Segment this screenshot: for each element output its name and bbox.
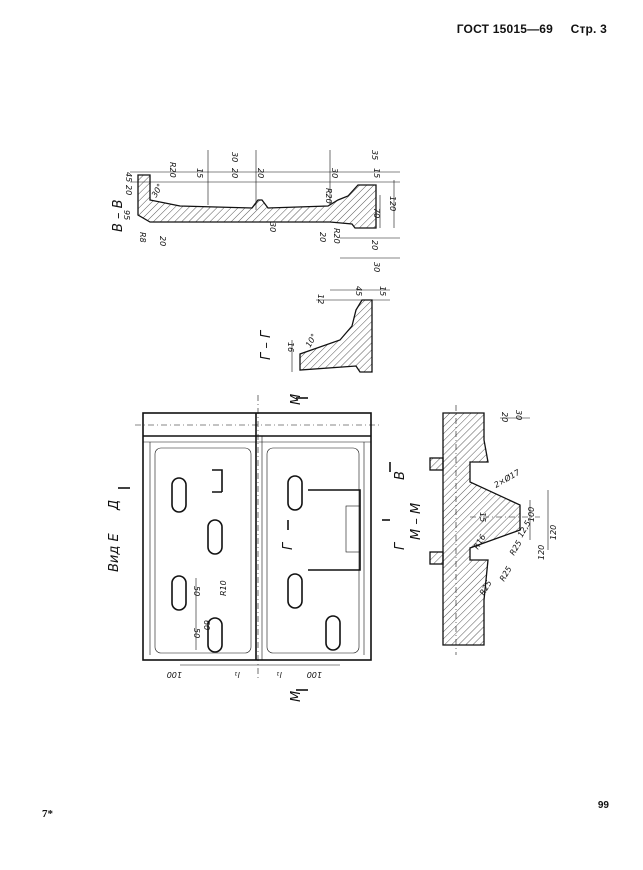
marker-g-left: Г xyxy=(281,541,296,550)
section-bb-profile xyxy=(137,174,377,229)
dim-gg-10deg: 10° xyxy=(304,332,319,349)
dim-bb-20e: 20 xyxy=(318,232,327,242)
view-e-outline xyxy=(142,412,372,661)
section-bb-title: В – В xyxy=(111,199,126,232)
dim-bb-r8: R8 xyxy=(138,232,147,243)
dim-gg-12: 12 xyxy=(316,294,325,304)
dim-e-100a: 100 xyxy=(167,670,182,679)
section-mm-profile xyxy=(442,412,521,646)
dim-mm-120a: 120 xyxy=(537,545,546,560)
dim-bb-95: 95 xyxy=(122,210,131,220)
dim-bb-20f: 20 xyxy=(370,240,379,250)
dim-bb-r20c: R20 xyxy=(332,228,341,244)
dim-bb-20c: 20 xyxy=(230,168,239,178)
page-label: Стр. 3 xyxy=(570,22,607,36)
slot-hole xyxy=(171,477,187,513)
dim-gg-16: 16 xyxy=(286,342,295,352)
dim-mm-r25c: R25 xyxy=(508,539,524,557)
dim-bb-35: 35 xyxy=(370,150,379,160)
dim-e-l1b: l₁ xyxy=(277,670,282,679)
view-e-pocket-left xyxy=(154,447,252,654)
dim-bb-15b: 15 xyxy=(372,168,381,178)
marker-m-bottom: М xyxy=(289,691,304,702)
dim-bb-30c: 30 xyxy=(330,168,339,178)
section-bb: В – В 45 20 95 R20 30° 15 R8 20 30 20 20… xyxy=(111,150,400,272)
marker-v: В xyxy=(393,471,408,480)
view-e-lug xyxy=(308,489,361,571)
dim-bb-20: 20 xyxy=(124,185,133,195)
dim-mm-15: 15 xyxy=(478,512,487,522)
dim-mm-30: 30 xyxy=(514,410,523,420)
section-mm-lug-bottom xyxy=(429,551,444,565)
slot-hole xyxy=(207,617,223,653)
dim-bb-30b: 30 xyxy=(268,222,277,232)
dim-bb-20b: 20 xyxy=(158,236,167,246)
dim-mm-20: 20 xyxy=(500,412,509,422)
dim-e-50a: 50 xyxy=(192,586,201,596)
dim-e-50b: 50 xyxy=(192,628,201,638)
dim-mm-2d17: 2×Ø17 xyxy=(492,466,522,489)
section-mm-lug-top xyxy=(429,457,444,471)
footer-mark: 7* xyxy=(42,808,53,820)
slot-hole xyxy=(287,573,303,609)
dim-e-60: 60 xyxy=(202,620,211,630)
dim-gg-15: 15 xyxy=(378,286,387,296)
dim-e-r10: R10 xyxy=(219,580,228,596)
page-header: ГОСТ 15015—69 Стр. 3 xyxy=(457,22,607,36)
dim-e-l1a: l₁ xyxy=(235,670,240,679)
dim-bb-20d: 20 xyxy=(256,168,265,178)
dim-bb-30d: 30 xyxy=(372,262,381,272)
page-number: 99 xyxy=(597,800,609,811)
section-gg-title: Г – Г xyxy=(259,329,274,360)
view-e: Вид Е Д М М В Г Г xyxy=(107,394,408,702)
section-marker-left xyxy=(212,469,223,493)
slot-hole xyxy=(171,575,187,611)
dim-e-100b: 100 xyxy=(307,670,322,679)
marker-g-right: Г xyxy=(393,541,408,550)
standard-number: ГОСТ 15015—69 xyxy=(456,22,554,36)
view-e-pocket-right xyxy=(266,447,360,654)
view-e-title: Вид Е xyxy=(107,533,122,572)
section-mm: М – М 20 30 2×Ø17 15 R16 R25 R25 R25 12,… xyxy=(409,405,558,655)
marker-m-top: М xyxy=(289,394,304,405)
dim-bb-30a: 30 xyxy=(230,152,239,162)
slot-hole xyxy=(325,615,341,651)
dim-mm-r25b: R25 xyxy=(498,565,514,583)
slot-hole xyxy=(287,475,303,511)
slot-hole xyxy=(207,519,223,555)
section-mm-title: М – М xyxy=(409,503,424,540)
dim-bb-r20b: R20 xyxy=(324,188,333,204)
dim-bb-30deg: 30° xyxy=(150,182,165,199)
dim-bb-120: 120 xyxy=(388,196,397,211)
marker-d-label: Д xyxy=(107,500,122,511)
dim-bb-45: 45 xyxy=(124,172,133,182)
dim-bb-r20: R20 xyxy=(168,162,177,178)
dim-gg-45: 45 xyxy=(354,286,363,296)
dim-bb-70: 70 xyxy=(372,208,381,218)
dim-mm-120b: 120 xyxy=(549,525,558,540)
dim-bb-15: 15 xyxy=(195,168,204,178)
section-gg: Г – Г 16 10° 12 45 15 xyxy=(259,286,390,373)
view-e-lug-inner xyxy=(345,505,361,553)
dim-mm-100: 100 xyxy=(527,507,536,522)
